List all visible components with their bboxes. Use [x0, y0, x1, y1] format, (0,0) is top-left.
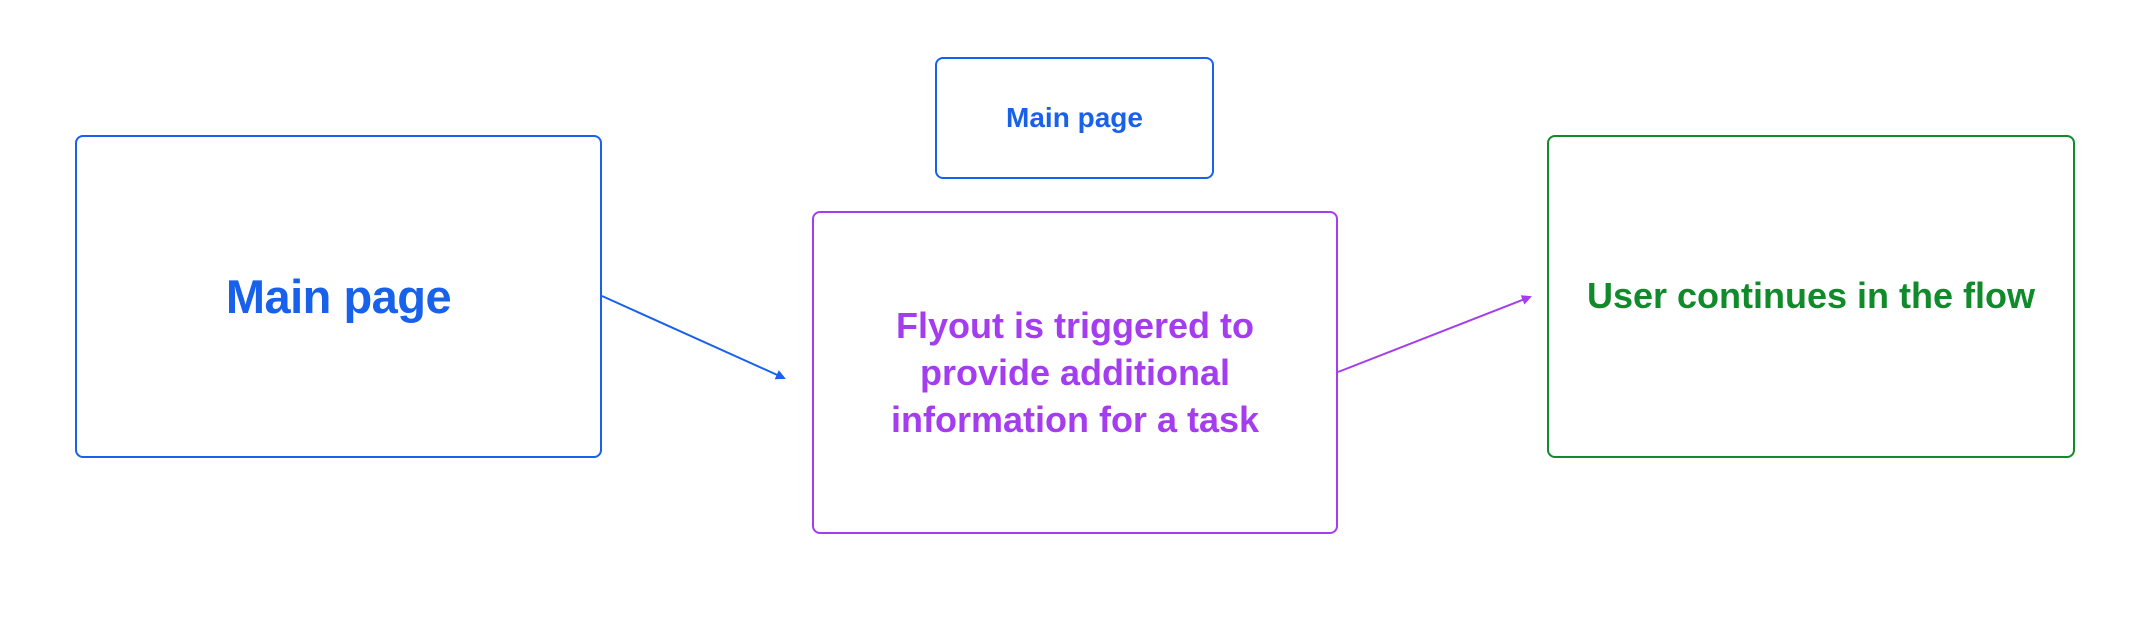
arrow-flyout-to-user	[1337, 295, 1532, 373]
main-page-box: Main page	[75, 135, 602, 458]
flyout-box: Flyout is triggered to provide additiona…	[812, 211, 1338, 534]
flyout-box-label: Flyout is triggered to provide additiona…	[890, 305, 1260, 440]
main-page-small-box-label: Main page	[1006, 102, 1143, 133]
main-page-box-label: Main page	[225, 270, 452, 323]
arrow-main-to-flyout	[601, 295, 786, 380]
main-page-small-box: Main page	[935, 57, 1214, 179]
user-continues-box: User continues in the flow	[1547, 135, 2075, 458]
user-continues-box-label: User continues in the flow	[1586, 275, 2036, 316]
